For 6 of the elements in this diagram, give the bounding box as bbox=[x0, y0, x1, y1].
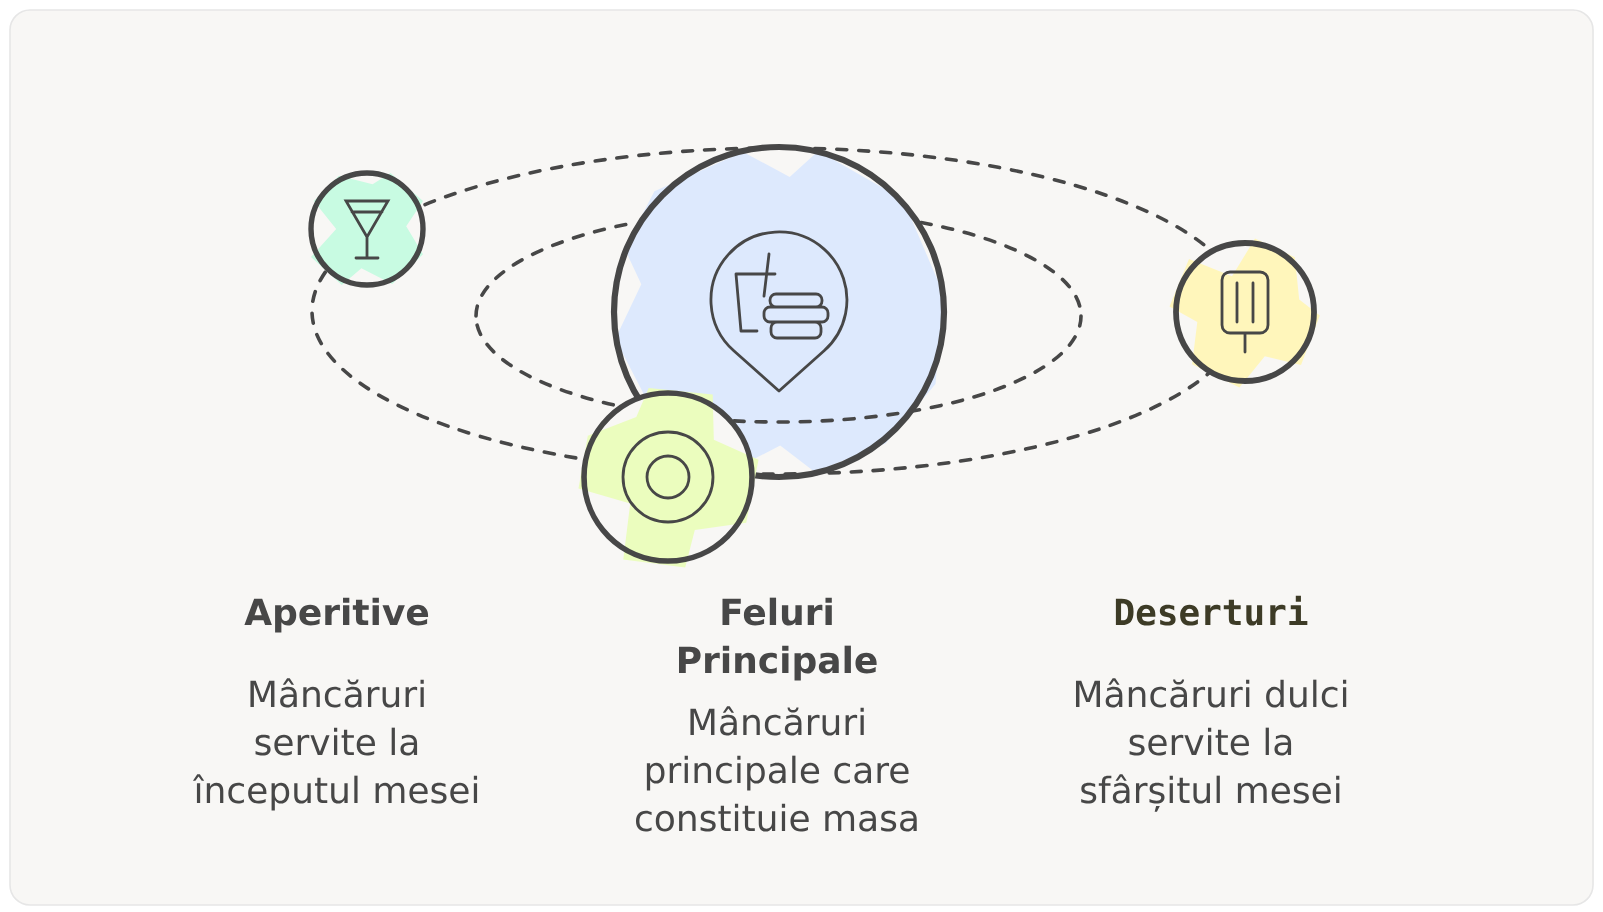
column-heading: Feluri Principale bbox=[679, 597, 877, 681]
description-text: Mâncăruri servite la începutul mesei bbox=[192, 678, 478, 811]
description-text: Mâncăruri principale care constituie masa bbox=[636, 706, 917, 832]
description-text: Mâncăruri dulci servite la sfârșitul mesei bbox=[1076, 678, 1347, 812]
column-heading: Aperitive bbox=[244, 597, 429, 633]
column-heading: Deserturi bbox=[1115, 595, 1308, 626]
